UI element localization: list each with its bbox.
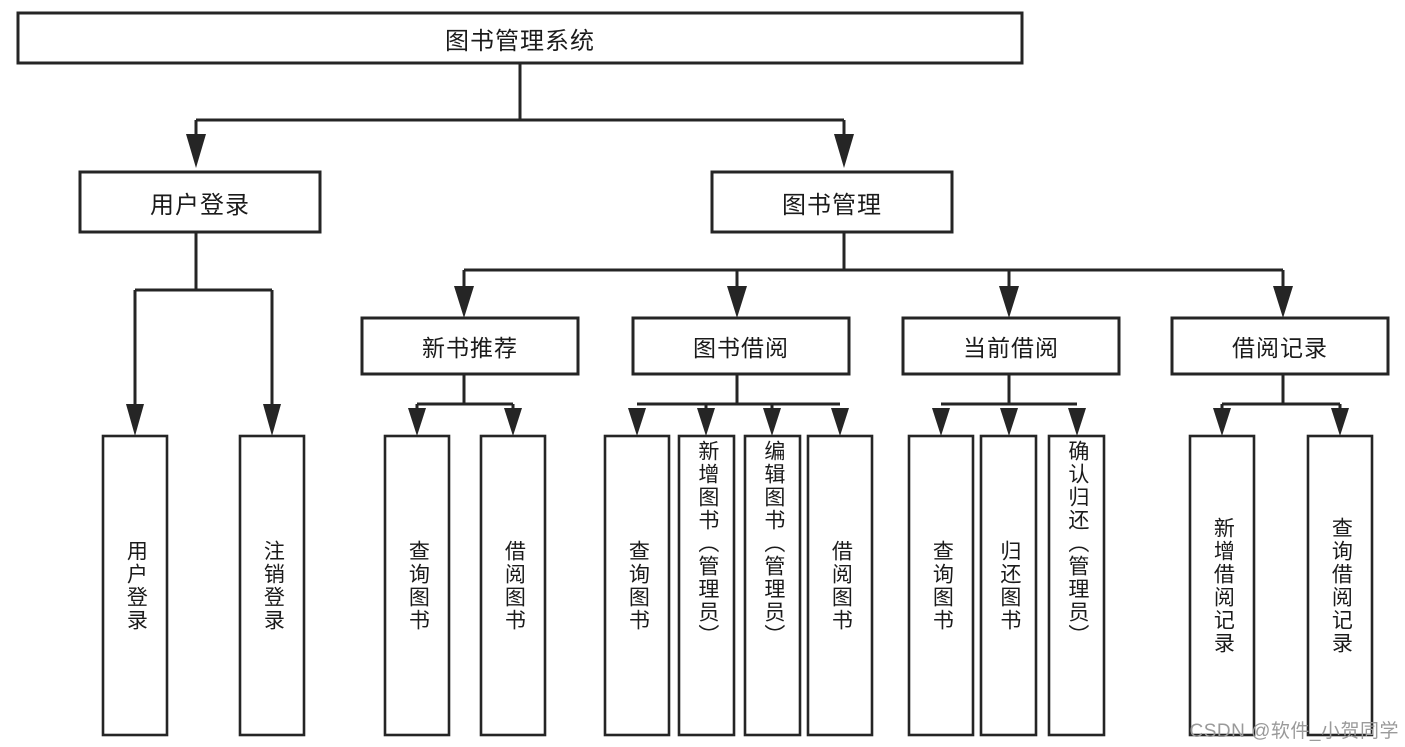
- connectors-root: [186, 63, 854, 168]
- leaf-box-bb-query-book[interactable]: [603, 434, 671, 737]
- leaf-box-cb-return-book[interactable]: [979, 434, 1038, 737]
- arrowhead-nbr-borrow: [504, 408, 522, 436]
- arrowhead-cb-query: [932, 408, 950, 436]
- leaf-box-bb-add-book[interactable]: [677, 434, 736, 737]
- arrowhead-bb-query: [628, 408, 646, 436]
- connectors-borrow-record: [1213, 374, 1349, 436]
- leaf-box-cb-query-book[interactable]: [907, 434, 975, 737]
- arrowhead-user-login: [186, 134, 206, 168]
- arrowhead-bb-edit: [763, 408, 781, 436]
- arrowhead-bb-borrow: [831, 408, 849, 436]
- arrowhead-br-query: [1331, 408, 1349, 436]
- node-box-book-borrow[interactable]: [631, 316, 851, 376]
- connectors-book-management: [454, 232, 1293, 318]
- node-box-root[interactable]: [16, 11, 1024, 65]
- leaf-box-bb-edit-book[interactable]: [743, 434, 802, 737]
- leaf-box-cb-confirm-return[interactable]: [1047, 434, 1106, 737]
- arrowhead-nbr-query: [408, 408, 426, 436]
- arrowhead-cb-return: [1000, 408, 1018, 436]
- arrowhead-bb-add: [697, 408, 715, 436]
- leaf-box-logout[interactable]: [238, 434, 306, 737]
- node-box-user-login[interactable]: [78, 170, 322, 234]
- leaf-box-br-add-record[interactable]: [1188, 434, 1256, 737]
- leaf-box-nbr-borrow-book[interactable]: [479, 434, 547, 737]
- arrowhead-book-borrow: [727, 286, 747, 318]
- connectors-book-borrow: [628, 374, 849, 436]
- node-box-borrow-record[interactable]: [1170, 316, 1390, 376]
- arrowhead-borrow-record: [1273, 286, 1293, 318]
- arrowhead-leaf-logout: [263, 404, 281, 436]
- arrowhead-current-borrow: [999, 286, 1019, 318]
- arrowhead-new-book: [454, 286, 474, 318]
- arrowhead-cb-confirm: [1068, 408, 1086, 436]
- leaf-box-br-query-record[interactable]: [1306, 434, 1374, 737]
- connectors-new-book-recommend: [408, 374, 522, 436]
- arrowhead-leaf-user-login: [126, 404, 144, 436]
- leaf-box-user-login[interactable]: [101, 434, 169, 737]
- leaf-box-nbr-query-book[interactable]: [383, 434, 451, 737]
- connectors-user-login: [126, 232, 281, 436]
- leaf-box-bb-borrow-book[interactable]: [806, 434, 874, 737]
- arrowhead-book-management: [834, 134, 854, 168]
- arrowhead-br-add: [1213, 408, 1231, 436]
- node-box-new-book-recommend[interactable]: [360, 316, 580, 376]
- connectors-current-borrow: [932, 374, 1086, 436]
- node-box-current-borrow[interactable]: [901, 316, 1121, 376]
- csdn-watermark: CSDN @软件_小贺同学: [1189, 721, 1399, 742]
- node-box-book-management[interactable]: [710, 170, 954, 234]
